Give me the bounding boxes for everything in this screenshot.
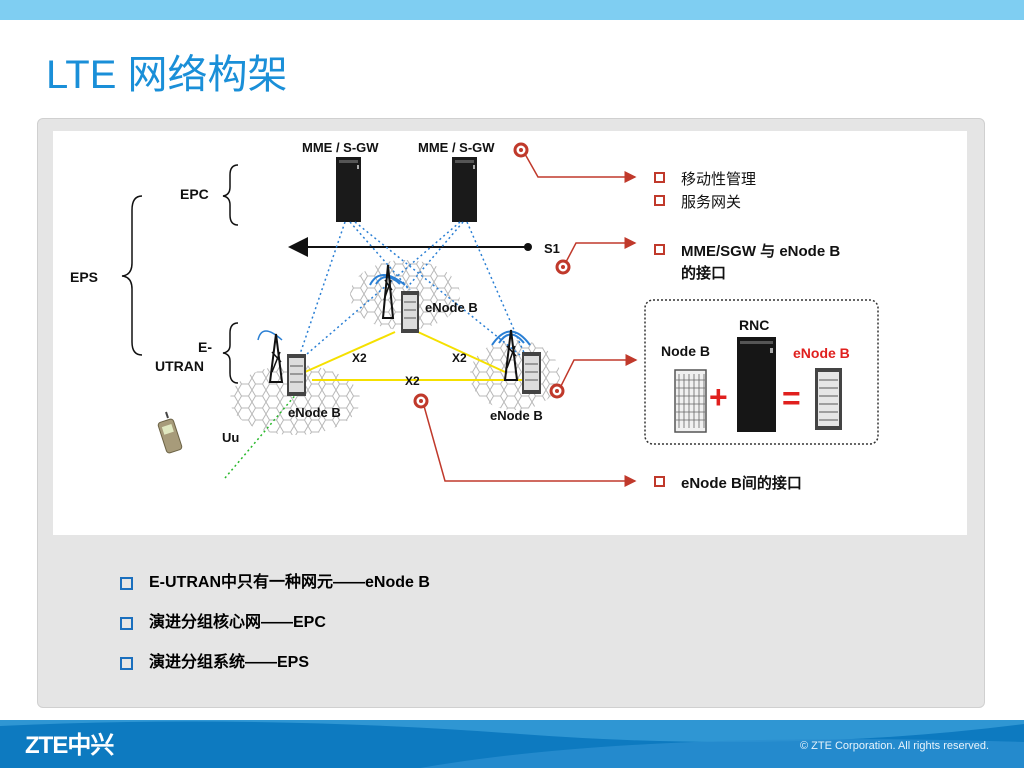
callout-bullet-box (654, 195, 665, 206)
x2-links (304, 331, 525, 381)
antenna-tower-icon (257, 330, 306, 396)
s1-label: S1 (544, 241, 560, 256)
s1-endpoint-dot (524, 243, 532, 251)
rnc-label: RNC (739, 317, 769, 333)
callout-serving-gateway: 服务网关 (681, 194, 741, 211)
callout-bullet-box (654, 476, 665, 487)
enodeb-red-label: eNode B (793, 345, 850, 361)
enodeb-label: eNode B (425, 300, 478, 315)
callout-x2-interface: eNode B间的接口 (681, 474, 802, 492)
callout-s1-interface: MME/SGW 与 eNode B (681, 243, 840, 260)
mobile-phone-icon (157, 411, 183, 454)
slide-title: LTE 网络构架 (46, 53, 288, 97)
enodeb-cabinet-icon (815, 368, 842, 430)
bullet-text: 演进分组系统——EPS (149, 654, 310, 671)
equals-sign: = (782, 380, 801, 416)
eutran-brace (222, 322, 239, 384)
epc-brace (222, 164, 239, 226)
bullet-box-icon (120, 617, 133, 630)
callout-connector-s1 (555, 237, 637, 275)
eutran-label: UTRAN (155, 358, 204, 374)
callout-connector-mme (513, 142, 637, 183)
footer-wave-graphic (0, 720, 1024, 768)
callout-connector-x2 (413, 393, 637, 487)
callout-bullet-box (654, 244, 665, 255)
copyright-text: © ZTE Corporation. All rights reserved. (800, 740, 990, 752)
mme-sgw-server-icon (452, 157, 477, 222)
epc-label: EPC (180, 186, 209, 202)
plus-sign: + (709, 379, 728, 415)
eps-label: EPS (70, 269, 98, 285)
enodeb-label: eNode B (490, 408, 543, 423)
cell-cluster-left (230, 365, 360, 435)
x2-label: X2 (352, 351, 367, 365)
callout-mobility-management: 移动性管理 (681, 171, 756, 188)
node-b-cabinet-icon (674, 369, 707, 433)
enodeb-label: eNode B (288, 405, 341, 420)
callout-connector-enodeb (549, 354, 638, 399)
bullet-box-icon (120, 577, 133, 590)
rnc-comparison-box (644, 299, 879, 445)
antenna-tower-icon (491, 329, 541, 394)
node-b-label: Node B (661, 343, 710, 359)
x2-label: X2 (452, 351, 467, 365)
zte-logo: ZTE中兴 (25, 732, 114, 759)
bullet-text: E-UTRAN中只有一种网元——eNode B (149, 574, 430, 591)
x2-label: X2 (405, 374, 420, 388)
mme-sgw-label: MME / S-GW (302, 140, 379, 155)
callout-s1-interface: 的接口 (681, 264, 726, 282)
mme-sgw-server-icon (336, 157, 361, 222)
top-band (0, 0, 1024, 20)
bullet-text: 演进分组核心网——EPC (149, 614, 326, 631)
uu-air-link (224, 391, 299, 479)
bullet-box-icon (120, 657, 133, 670)
callout-bullet-box (654, 172, 665, 183)
antenna-tower-icon (369, 264, 419, 333)
eps-brace (121, 195, 143, 356)
rnc-cabinet-icon (737, 337, 776, 432)
mme-sgw-label: MME / S-GW (418, 140, 495, 155)
uu-label: Uu (222, 430, 239, 445)
footer-bar (0, 720, 1024, 768)
eutran-label: E- (198, 339, 212, 355)
